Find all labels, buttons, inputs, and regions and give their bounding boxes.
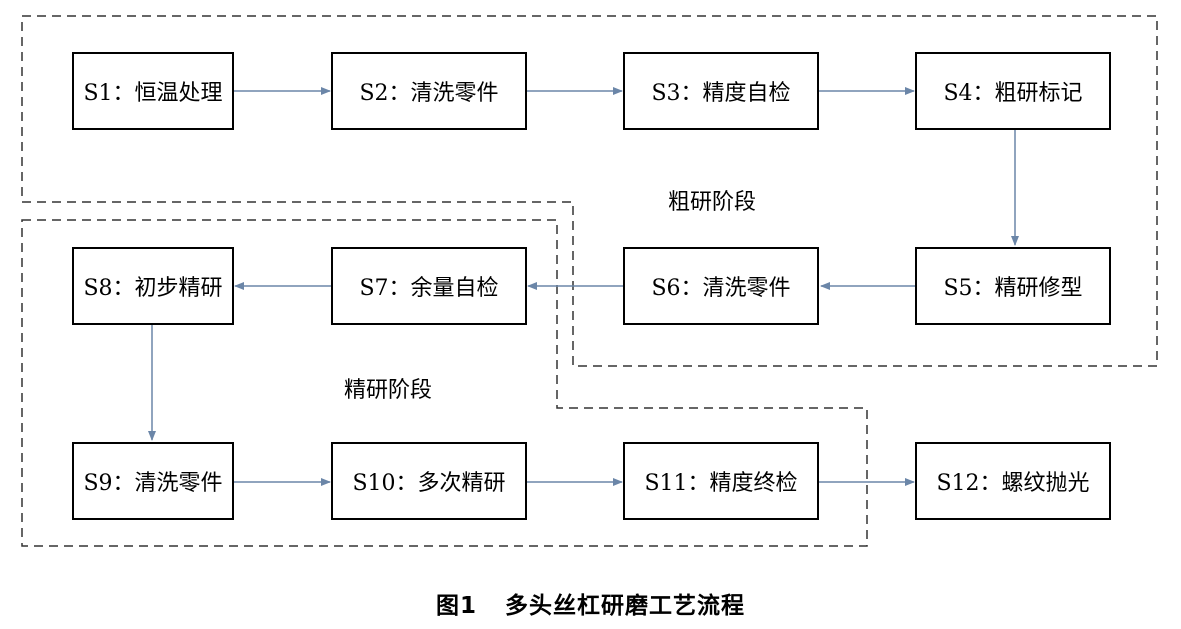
figure-title: 多头丝杠研磨工艺流程	[505, 593, 745, 619]
step-s9-box: S9：清洗零件	[72, 442, 234, 520]
fine-stage-frame	[21, 219, 868, 547]
step-s12-label: S12：螺纹抛光	[936, 471, 1090, 496]
step-s5-box: S5：精研修型	[915, 247, 1111, 325]
step-s8-box: S8：初步精研	[72, 247, 234, 325]
diagram-connectors	[21, 15, 1158, 547]
rough-stage-frame	[21, 15, 1158, 367]
step-s4-box: S4：粗研标记	[915, 52, 1111, 130]
figure-number: 图1	[435, 593, 477, 619]
step-s6-box: S6：清洗零件	[623, 247, 819, 325]
step-s3-label: S3：精度自检	[651, 81, 791, 106]
step-s9-label: S9：清洗零件	[83, 471, 223, 496]
step-s11-box: S11：精度终检	[623, 442, 819, 520]
step-s8-label: S8：初步精研	[83, 276, 223, 301]
step-s6-label: S6：清洗零件	[651, 276, 791, 301]
step-s10-box: S10：多次精研	[331, 442, 527, 520]
step-s1-label: S1：恒温处理	[83, 81, 223, 106]
step-s3-box: S3：精度自检	[623, 52, 819, 130]
step-s7-label: S7：余量自检	[359, 276, 499, 301]
process-flow-diagram: S1：恒温处理 S2：清洗零件 S3：精度自检 S4：粗研标记 S8：初步精研 …	[21, 15, 1158, 547]
step-s4-label: S4：粗研标记	[943, 81, 1083, 106]
step-s5-label: S5：精研修型	[943, 276, 1083, 301]
step-s10-label: S10：多次精研	[352, 471, 506, 496]
step-s12-box: S12：螺纹抛光	[915, 442, 1111, 520]
fine-stage-label: 精研阶段	[344, 378, 433, 403]
figure-caption: 图1 多头丝杠研磨工艺流程	[0, 586, 1181, 620]
step-s7-box: S7：余量自检	[331, 247, 527, 325]
step-s2-label: S2：清洗零件	[359, 81, 499, 106]
rough-stage-label: 粗研阶段	[668, 190, 757, 215]
step-s2-box: S2：清洗零件	[331, 52, 527, 130]
step-s1-box: S1：恒温处理	[72, 52, 234, 130]
step-s11-label: S11：精度终检	[644, 471, 798, 496]
